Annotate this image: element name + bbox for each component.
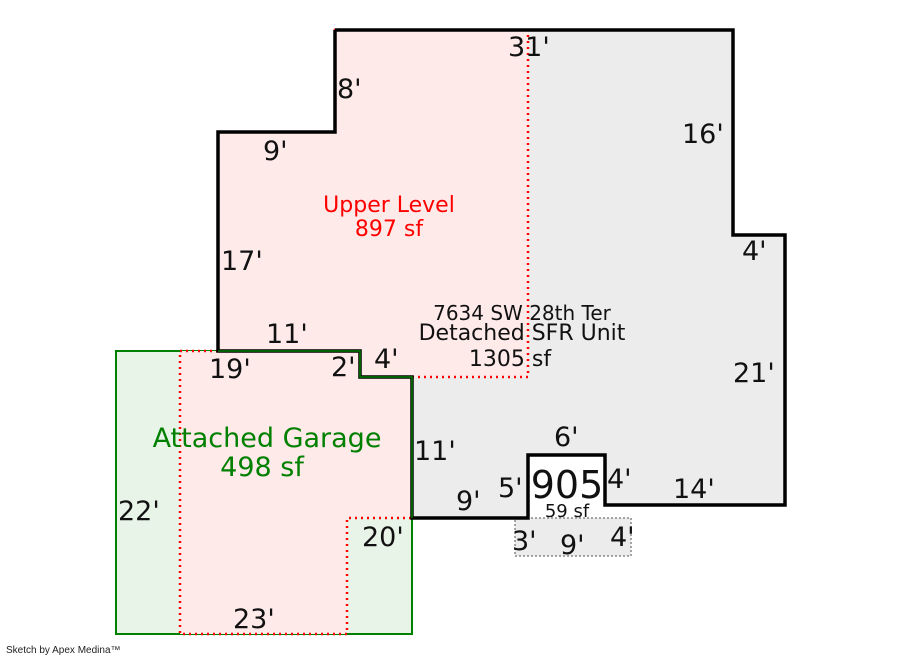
bump-code: 905 [531, 463, 604, 507]
dim-patio-left: 3' [512, 526, 537, 557]
upper-level-area-label: 897 sf [355, 217, 424, 242]
dim-upper-left: 17' [221, 246, 263, 277]
dim-garage-bottom: 23' [233, 604, 275, 635]
dim-step-left: 2' [331, 352, 356, 383]
dim-bottom-mid: 9' [456, 486, 481, 517]
garage-area-label: 498 sf [220, 452, 305, 483]
dim-garage-top: 19' [209, 354, 251, 385]
main-outline [216, 28, 787, 520]
garage-outline-overlay [218, 350, 413, 518]
dim-garage-left: 22' [118, 496, 160, 527]
dim-step-right: 4' [742, 236, 767, 267]
upper-level-area [178, 28, 530, 636]
dim-bump-left: 5' [498, 473, 523, 504]
dim-right-lower: 21' [733, 358, 775, 389]
dim-patio-mid: 9' [560, 530, 585, 561]
dim-garage-inner: 20' [362, 522, 404, 553]
dim-top: 31' [508, 32, 550, 63]
dim-right-upper: 16' [682, 119, 724, 150]
dim-bump-top: 6' [554, 422, 579, 453]
dim-upper-step-top: 9' [263, 136, 288, 167]
dim-upper-bottom: 11' [266, 319, 308, 350]
dim-patio-right: 4' [610, 522, 635, 553]
dim-garage-right: 11' [414, 436, 456, 467]
patio-area [514, 517, 632, 557]
dim-bottom-right: 14' [673, 474, 715, 505]
bump-area: 59 sf [545, 501, 590, 522]
dim-step-top: 4' [374, 344, 399, 375]
main-address: 7634 SW 28th Ter [433, 301, 612, 325]
main-area-label: 1305 sf [469, 347, 552, 372]
main-name: Detached SFR Unit [419, 321, 626, 346]
footer-credit: Sketch by Apex Medina™ [6, 645, 121, 656]
garage-label: Attached Garage [153, 423, 382, 454]
dim-upper-step-side: 8' [337, 74, 362, 105]
dim-bump-right: 4' [607, 464, 632, 495]
upper-level-label: Upper Level [323, 193, 455, 218]
